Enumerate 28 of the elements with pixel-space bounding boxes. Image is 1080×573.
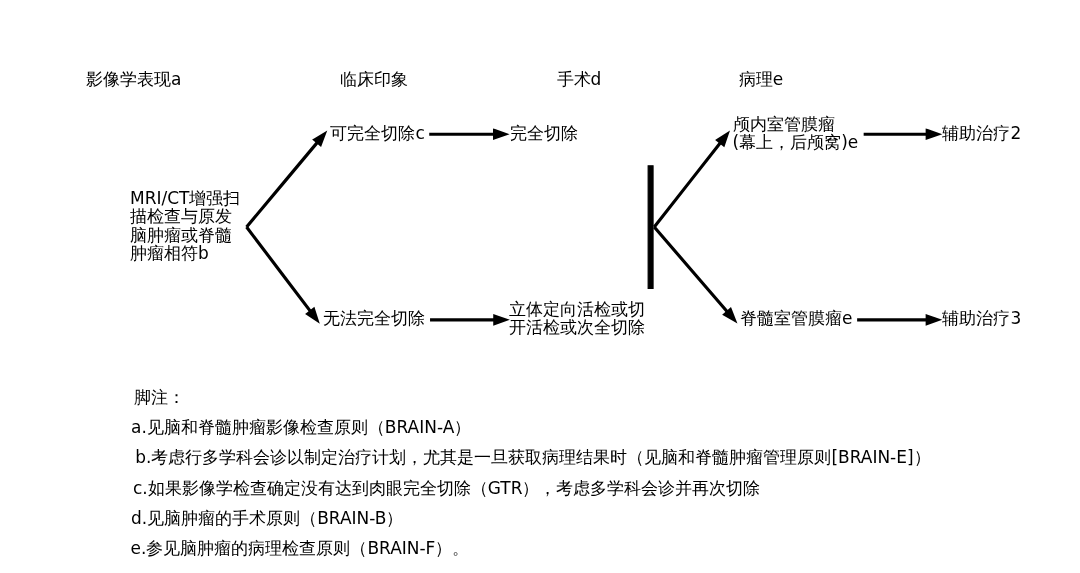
label: b.考虑行多学科会诊以制定治疗计划，尤其是一旦获取病理结果时（见脑和脊髓肿瘤管理原则[BRAIN-E]） bbox=[134, 447, 931, 468]
arrow bbox=[429, 314, 510, 326]
label: 临床印象 bbox=[339, 69, 408, 90]
node-bar bbox=[647, 165, 654, 289]
arrow bbox=[244, 226, 320, 324]
label: 影像学表现a bbox=[85, 69, 181, 90]
label: c.如果影像学检查确定没有达到肉眼完全切除（GTR），考虑多学科会诊并再次切除 bbox=[132, 477, 760, 498]
arrow bbox=[856, 314, 942, 326]
node-text: 无法完全切除 bbox=[322, 308, 425, 329]
node-text: 颅内室管膜瘤(幕上，后颅窝)e bbox=[732, 113, 858, 152]
label: d.见脑肿瘤的手术原则（BRAIN-B） bbox=[130, 507, 403, 528]
label: 手术d bbox=[556, 69, 601, 90]
node-text: 立体定向活检或切开活检或次全切除 bbox=[508, 299, 645, 338]
node-text: 可完全切除c bbox=[329, 122, 425, 143]
arrow bbox=[652, 226, 737, 324]
node-text: 脊髓室管膜瘤e bbox=[739, 308, 852, 329]
label: e.参见脑肿瘤的病理检查原则（BRAIN-F）。 bbox=[130, 538, 469, 559]
arrow bbox=[863, 128, 942, 141]
arrow bbox=[244, 130, 327, 229]
label: 脚注： bbox=[133, 386, 185, 407]
node-text: 完全切除 bbox=[509, 122, 578, 143]
arrow bbox=[652, 130, 730, 229]
node-text: 辅助治疗3 bbox=[941, 308, 1021, 329]
arrow bbox=[428, 128, 510, 141]
label: a.见脑和脊髓肿瘤影像检查原则（BRAIN-A） bbox=[130, 416, 471, 437]
node-text: MRI/CT增强扫描检查与原发脑肿瘤或脊髓肿瘤相符b bbox=[129, 188, 240, 263]
label: 病理e bbox=[738, 69, 783, 90]
node-text: 辅助治疗2 bbox=[941, 122, 1021, 143]
